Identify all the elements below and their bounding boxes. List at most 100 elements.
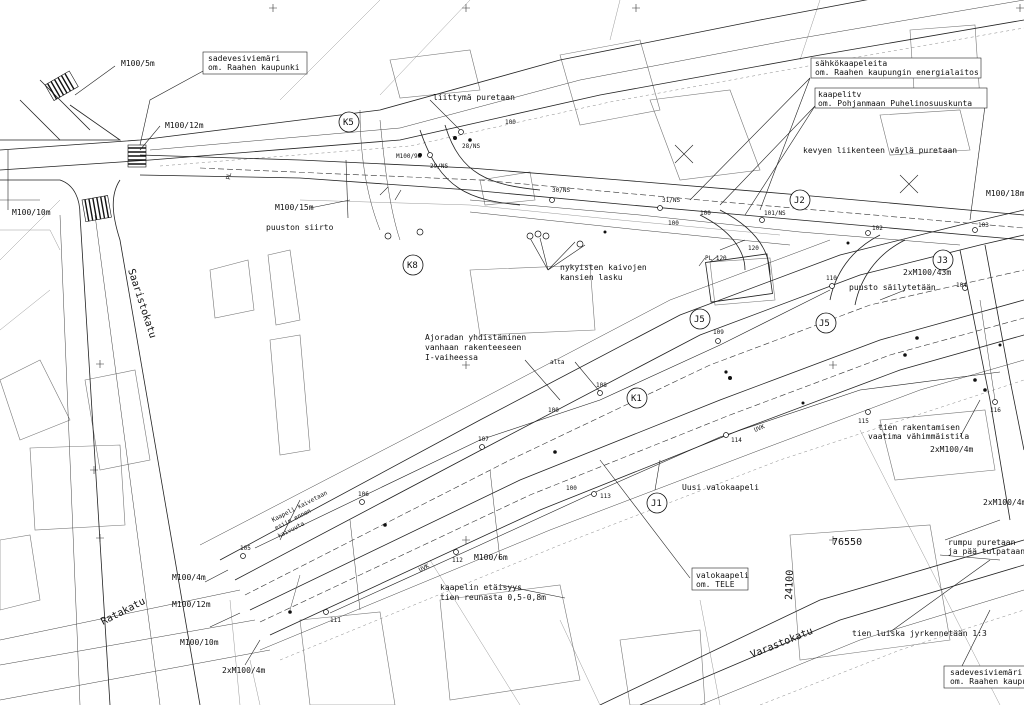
tag-k5: K5 xyxy=(338,111,360,133)
pipe-lines xyxy=(254,289,1001,614)
svg-text:114: 114 xyxy=(731,437,742,444)
tag-j1: J1 xyxy=(646,492,668,514)
svg-text:K5: K5 xyxy=(343,118,354,128)
svg-text:100: 100 xyxy=(505,119,516,126)
svg-text:103: 103 xyxy=(978,222,989,229)
label-fiber-owner: om. TELE xyxy=(696,580,735,589)
tag-k1: K1 xyxy=(626,387,648,409)
label-ratakatu: Ratakatu xyxy=(99,596,147,628)
svg-text:100: 100 xyxy=(700,210,711,217)
svg-text:28/NS: 28/NS xyxy=(462,143,480,150)
label-saaristokatu: Saaristokatu xyxy=(125,268,158,340)
leader-lines xyxy=(7,65,1001,681)
label-2xm100-4m-r2: 2xM100/4m xyxy=(983,498,1024,507)
label-fiber-cable: valokaapeli xyxy=(696,571,749,580)
label-m100-15m: M100/15m xyxy=(275,203,314,212)
label-roadway-connection-3: I-vaiheessa xyxy=(425,353,478,362)
svg-text:102: 102 xyxy=(872,225,883,232)
svg-text:109: 109 xyxy=(713,329,724,336)
tag-k8: K8 xyxy=(402,254,424,276)
svg-text:120: 120 xyxy=(748,245,759,252)
label-lower-covers: kansien lasku xyxy=(560,273,623,282)
label-cable-tv: kaapelitv xyxy=(818,90,862,99)
label-culvert-removed-2: ja pää tulpataan xyxy=(948,547,1024,556)
label-coord-76550: 76550 xyxy=(832,537,862,548)
label-slope-steepened: tien luiska jyrkennetään 1:3 xyxy=(852,629,987,638)
tag-j5-b: J5 xyxy=(815,312,837,334)
label-tree-relocation: puuston siirto xyxy=(266,223,334,232)
label-new-fiber-cable: Uusi valokaapeli xyxy=(682,483,759,492)
svg-text:K8: K8 xyxy=(407,261,418,271)
label-m100-12m-bottom: M100/12m xyxy=(172,600,211,609)
label-uvk-2: UVK xyxy=(418,562,431,573)
svg-text:105: 105 xyxy=(240,545,251,552)
svg-text:J2: J2 xyxy=(794,196,805,206)
label-stormwater-owner-2: om. Raahen kaupunki xyxy=(950,677,1024,686)
tag-j5: J5 xyxy=(689,308,711,330)
main-diagonal-road xyxy=(0,209,1024,705)
label-bikeway-removed: kevyen liikenteen väylä puretaan xyxy=(803,146,957,155)
label-2xm100-43m: 2xM100/43m xyxy=(903,268,951,277)
svg-text:100: 100 xyxy=(548,407,559,414)
label-2xm100-4m-right: 2xM100/4m xyxy=(930,445,974,454)
svg-text:113: 113 xyxy=(600,493,611,500)
tag-j3: J3 xyxy=(932,249,954,271)
svg-text:30/NS: 30/NS xyxy=(552,187,570,194)
svg-text:31/NS: 31/NS xyxy=(662,197,680,204)
label-m100-4m-left: M100/4m xyxy=(172,573,206,582)
svg-text:110: 110 xyxy=(826,275,837,282)
crosswalks xyxy=(44,70,147,223)
svg-text:J5: J5 xyxy=(819,319,830,329)
svg-text:104: 104 xyxy=(956,282,967,289)
svg-text:J5: J5 xyxy=(694,315,705,325)
label-cable-tv-owner: om. Pohjanmaan Puhelinosuuskunta xyxy=(818,99,972,108)
misc-marks xyxy=(345,159,773,303)
label-m100-10m-bottom: M100/10m xyxy=(180,638,219,647)
label-road-min-space-2: vaatima vähimmäistila xyxy=(868,432,969,441)
svg-text:J1: J1 xyxy=(651,499,662,509)
upper-street xyxy=(0,0,1024,246)
label-m100-10m-left: M100/10m xyxy=(12,208,51,217)
tree-symbols xyxy=(379,144,919,267)
manholes: 28/NS 29/NS 30/NS 31/NS 101/NS 102 103 1… xyxy=(240,119,1002,624)
label-pl-120: PL 120 xyxy=(705,255,727,262)
label-roadway-connection-2: vanhaan rakenteeseen xyxy=(425,343,522,352)
svg-text:106: 106 xyxy=(358,491,369,498)
saaristokatu-street xyxy=(0,79,201,705)
label-power-owner: om. Raahen kaupungin energialaitos xyxy=(815,68,979,77)
label-2xm100-4m-bottom: 2xM100/4m xyxy=(222,666,266,675)
label-cable-distance-2: tien reunasta 0,5-0,8m xyxy=(440,593,546,602)
label-m100-5m: M100/5m xyxy=(121,59,155,68)
label-power-cables: sähkökaapeleita xyxy=(815,59,887,68)
label-varastokatu: Varastokatu xyxy=(749,626,815,661)
tag-j2: J2 xyxy=(789,189,811,211)
svg-text:J3: J3 xyxy=(937,256,948,266)
label-junction-removed: liittymä puretaan xyxy=(433,93,515,102)
label-m100-6m: M100/6m xyxy=(474,553,508,562)
svg-text:100: 100 xyxy=(668,220,679,227)
svg-text:101/NS: 101/NS xyxy=(764,210,786,217)
svg-text:111: 111 xyxy=(330,617,341,624)
label-stormwater-sewer: sadevesiviemäri xyxy=(208,54,280,63)
label-m100-12m-top: M100/12m xyxy=(165,121,204,130)
label-culvert-removed-1: rumpu puretaan xyxy=(948,538,1016,547)
label-trees-preserved: puusto säilytetään xyxy=(849,283,936,292)
svg-text:108: 108 xyxy=(596,382,607,389)
label-roadway-connection-1: Ajoradan yhdistäminen xyxy=(425,333,526,342)
label-uvk: UVK xyxy=(753,423,766,434)
label-alta: alta xyxy=(550,359,565,366)
label-road-min-space-1: tien rakentamisen xyxy=(878,423,960,432)
svg-text:K1: K1 xyxy=(631,394,642,404)
label-pl-1: PL xyxy=(225,172,233,181)
varastokatu-street xyxy=(599,244,1024,705)
svg-text:107: 107 xyxy=(478,436,489,443)
label-m100-18m: M100/18m xyxy=(986,189,1024,198)
annotation-boxes xyxy=(202,51,1024,689)
section-tags: K5 K8 J2 J3 J5 J5 K1 J1 xyxy=(338,111,954,514)
svg-text:100: 100 xyxy=(566,485,577,492)
svg-text:116: 116 xyxy=(990,407,1001,414)
curved-connector xyxy=(359,109,906,306)
label-coord-24100: 24100 xyxy=(784,570,796,600)
